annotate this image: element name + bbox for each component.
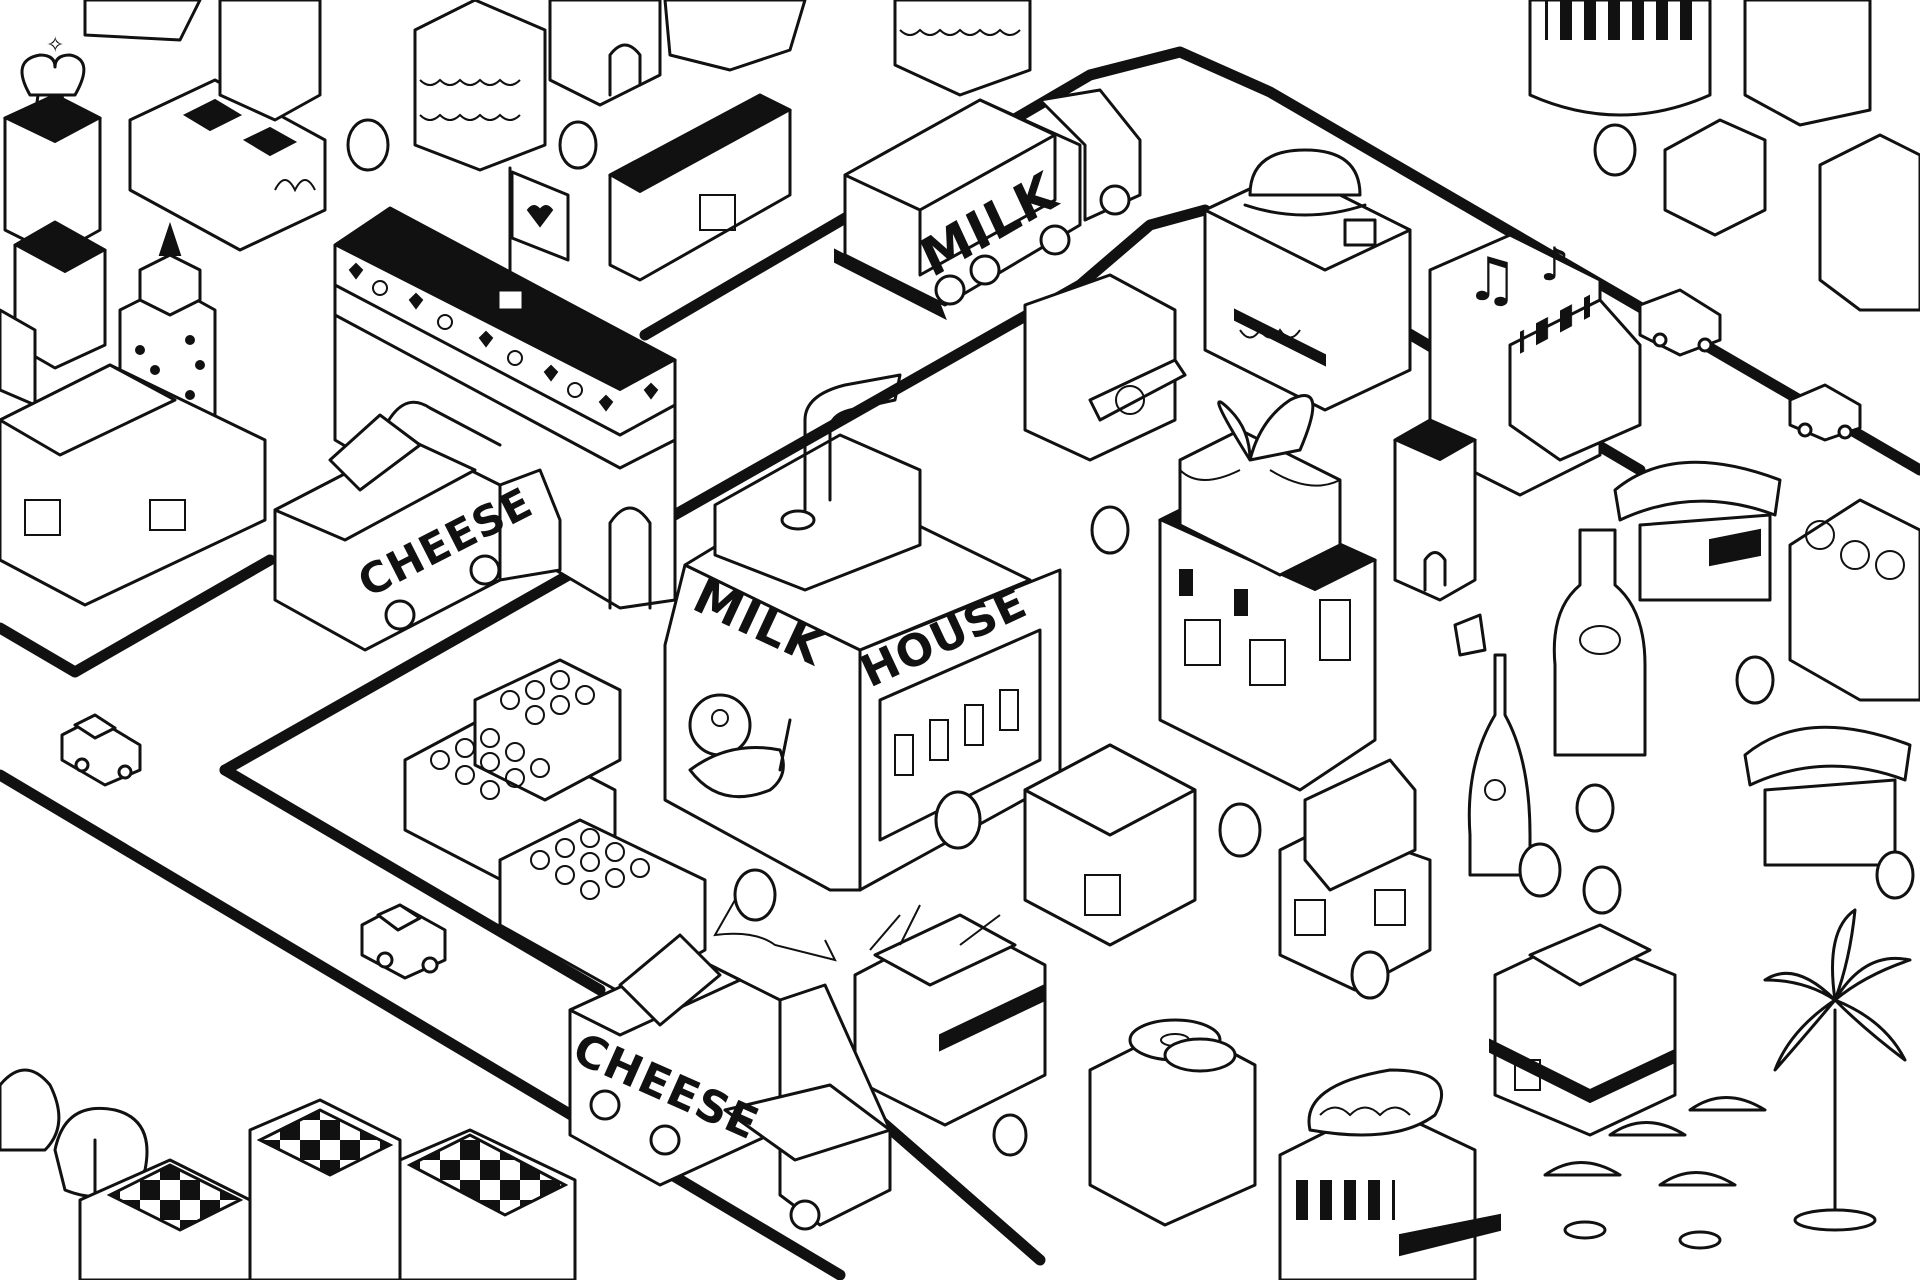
building-stacked-blocks (0, 220, 108, 407)
building-long-low (607, 93, 793, 282)
building-octagon-top (663, 0, 807, 72)
car-right-road-b (1788, 383, 1862, 442)
car-left-road (60, 713, 142, 787)
building-small-cafe (1023, 273, 1187, 462)
building-low-left (0, 363, 267, 607)
building-top-scallop-right (893, 0, 1032, 97)
cheese-truck-top: CHEESE (273, 413, 562, 652)
little-characters (346, 118, 1915, 1157)
svg-text:✧: ✧ (46, 33, 65, 58)
cheese-truck-bottom: CHEESE (566, 933, 892, 1231)
building-hotdog-top (1278, 1068, 1501, 1280)
milk-truck: MILK (834, 88, 1142, 321)
kiosk-awning-right (1613, 460, 1912, 867)
building-arch-door (548, 0, 662, 107)
building-top-right-round (1528, 0, 1872, 127)
building-octagon-shop (1023, 743, 1197, 947)
car-mid-road (360, 903, 447, 980)
building-heart-banner (333, 166, 678, 610)
building-store-awning (128, 78, 327, 252)
small-cars (60, 288, 1862, 980)
building-bagel-top (1088, 1018, 1257, 1227)
music-note-icon: ♫ ♪ (1465, 237, 1570, 315)
building-cake-top (853, 904, 1047, 1127)
heart-icon (526, 205, 554, 228)
checker-buildings (78, 1098, 577, 1280)
car-right-road-a (1638, 288, 1722, 357)
cafe-umbrellas (1543, 1096, 1767, 1250)
building-heart-statue: ✧ (2, 33, 103, 257)
building-gift-bow (1157, 394, 1378, 792)
svg-text:♪: ♪ (1540, 237, 1570, 291)
building-tv-screen (1278, 758, 1432, 992)
building-scalloped (413, 0, 547, 172)
building-slim-tower (1392, 418, 1478, 602)
building-fruit-right (1788, 498, 1920, 702)
building-top-block-a (83, 0, 322, 122)
building-burger-top (1203, 148, 1412, 412)
bottle-soda (1552, 528, 1647, 757)
palm-tree (1763, 908, 1912, 1232)
bottle-crates (403, 658, 707, 997)
building-piano-music: ♫ ♪ (1428, 233, 1642, 497)
building-right-blocks (1663, 118, 1920, 312)
svg-text:♫: ♫ (1465, 245, 1520, 315)
bottle-wine (1453, 613, 1532, 877)
building-cheese-roof (1489, 923, 1677, 1137)
milk-house: MILK HOUSE (663, 373, 1062, 892)
trees-bottom-left (0, 1068, 149, 1217)
